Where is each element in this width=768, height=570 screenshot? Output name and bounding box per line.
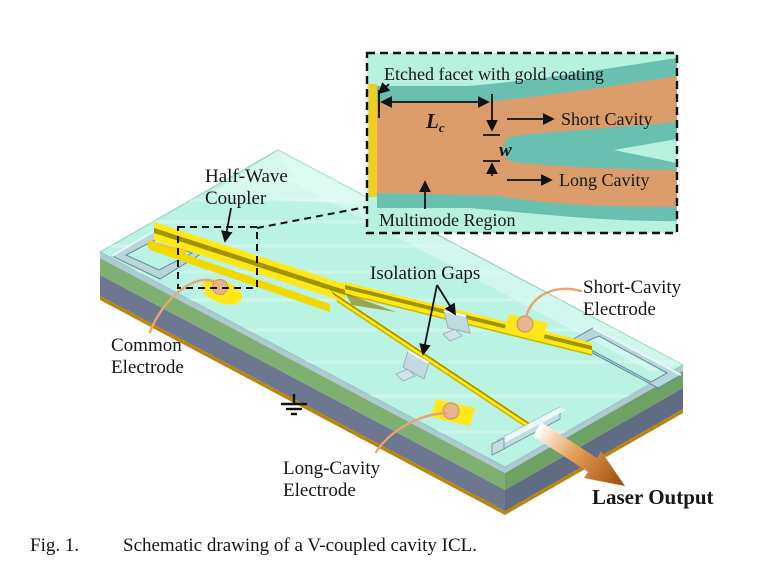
short-cavity-label: Short Cavity <box>561 109 653 129</box>
lc-dimension <box>378 90 498 132</box>
lc-label: Lc <box>425 109 445 135</box>
coupler-lower-ridge <box>150 242 330 312</box>
short-cavity-electrode-label-line2: Electrode <box>583 299 656 320</box>
electrode-pads <box>201 278 548 426</box>
short-arm-shade <box>344 293 593 356</box>
common-electrode-label-line2: Electrode <box>111 357 184 378</box>
common-electrode-label-line1: Common <box>111 335 182 356</box>
isolation-gaps-label: Isolation Gaps <box>370 263 480 284</box>
half-wave-coupler-arrow-icon <box>221 207 233 243</box>
half-wave-coupler-label-line2: Coupler <box>205 188 267 209</box>
w-dimension <box>483 134 500 176</box>
long-cavity-electrode-label-line1: Long-Cavity <box>283 458 381 479</box>
gap-tab <box>395 368 416 382</box>
short-cavity-electrode-label-line1: Short-Cavity <box>583 277 682 298</box>
long-cavity-label: Long Cavity <box>559 170 650 190</box>
etched-facet-label: Etched facet with gold coating <box>384 64 604 84</box>
inset-multimode-core-shape <box>377 76 677 207</box>
short-cavity-electrode-bump <box>516 315 534 333</box>
w-label: w <box>499 140 512 161</box>
common-electrode-leader <box>148 278 217 334</box>
long-arm-shade <box>336 300 547 441</box>
isolation-gap-arrow-icon <box>419 284 438 356</box>
inset-connector-line <box>256 206 367 229</box>
long-cavity-electrode-label-line2: Electrode <box>283 480 356 501</box>
long-cavity-electrode-bump <box>442 402 460 420</box>
ground-symbol-icon <box>281 394 307 416</box>
laser-output-label: Laser Output <box>592 485 714 509</box>
right-mirror-frame-highlight <box>592 327 682 376</box>
facet-pointer-arrow-icon <box>377 81 391 95</box>
v-split-shadow <box>345 293 396 312</box>
long-arm-olive-stripe <box>331 291 543 434</box>
inset-border <box>365 51 679 235</box>
isolation-gap-arrow-icon <box>436 284 456 316</box>
multimode-region-label: Multimode Region <box>379 210 516 230</box>
long-cavity-electrode-leader <box>374 411 448 454</box>
half-wave-coupler-label-line1: Half-Wave <box>205 166 288 187</box>
chip-side-left <box>100 252 505 515</box>
short-cavity-electrode-leader <box>524 287 583 319</box>
coupler-highlight-box <box>177 226 258 289</box>
gap-highlight <box>407 350 430 364</box>
gap-tab <box>442 328 463 342</box>
chip-side-right <box>505 365 683 515</box>
figure-caption: Fig. 1.Schematic drawing of a V-coupled … <box>30 535 477 556</box>
laser-output-arrow-icon <box>533 422 625 486</box>
inset-gold-facet-strip <box>368 84 377 197</box>
coupler-olive-stripe <box>154 228 345 295</box>
figure-inset: Lc w Short Cavity Long Cavity Etched fac… <box>365 51 679 235</box>
